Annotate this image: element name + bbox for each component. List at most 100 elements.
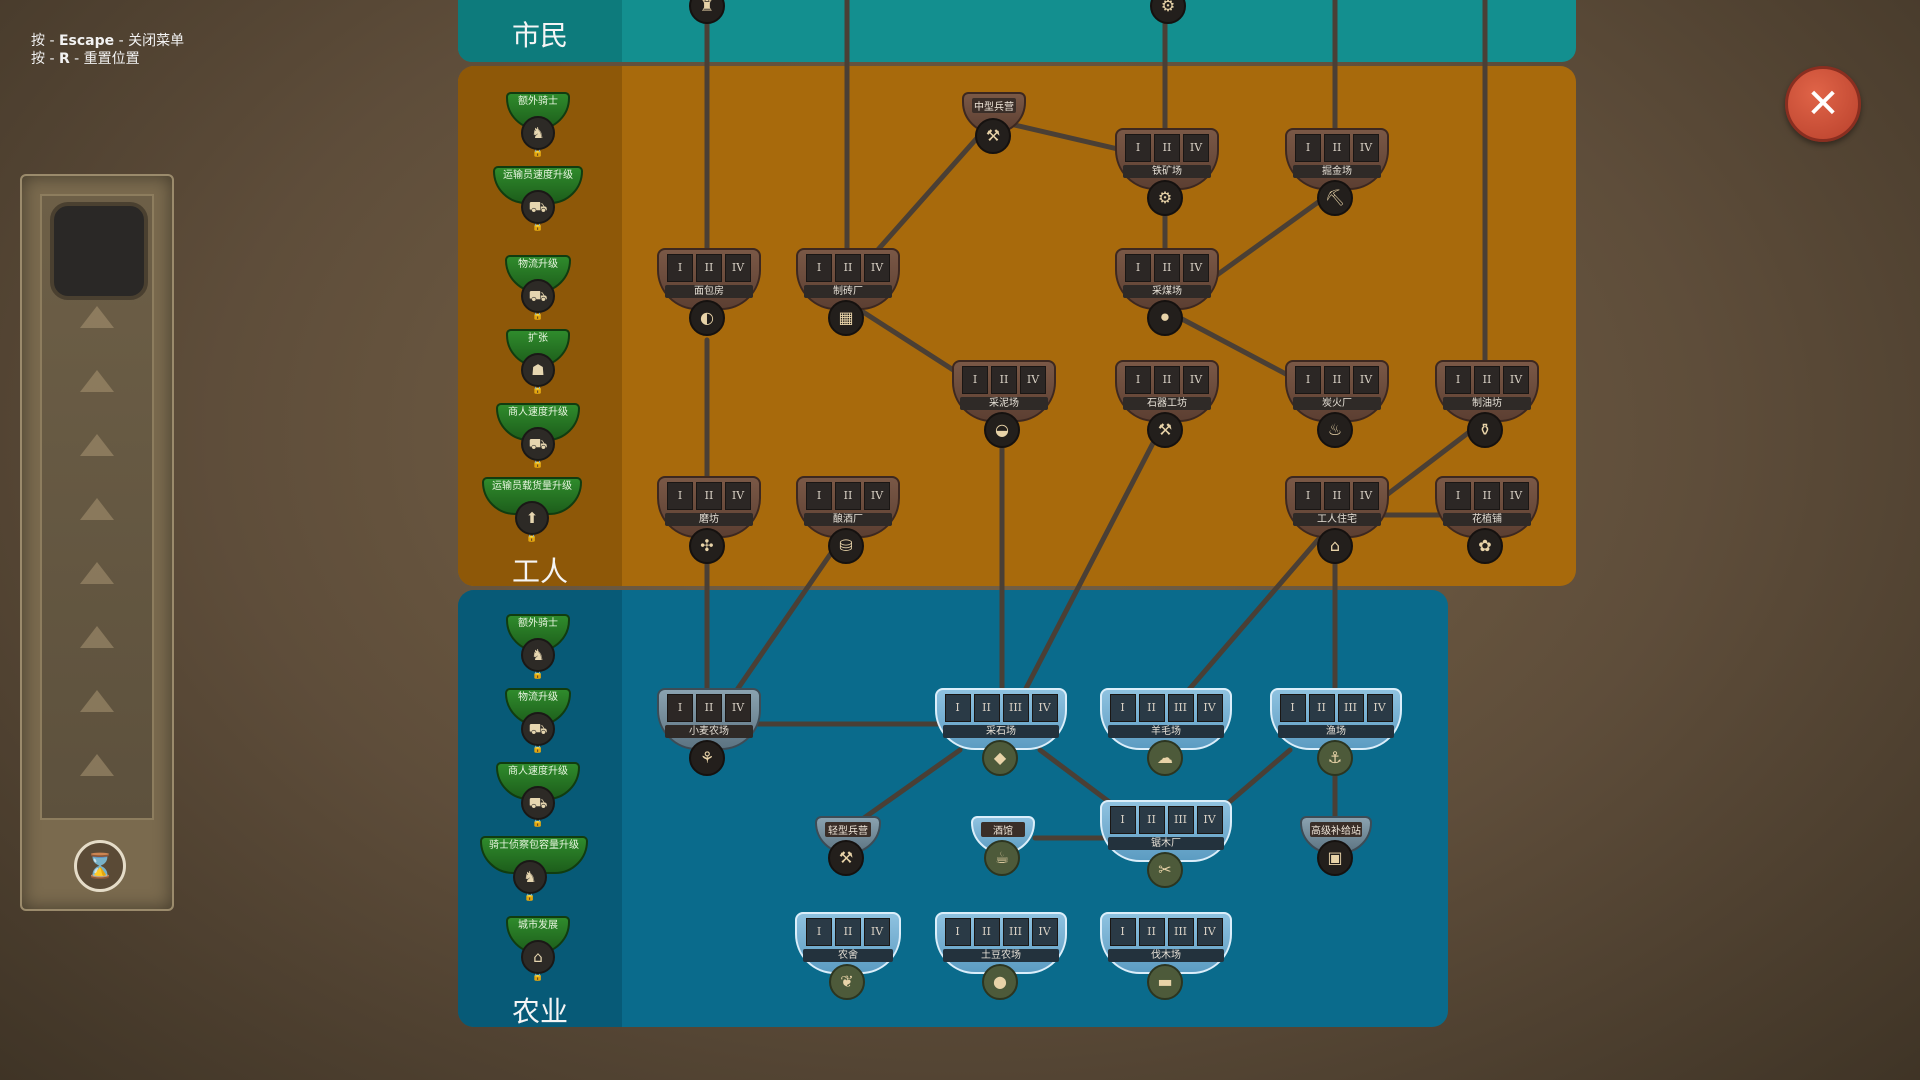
node-supply[interactable]: 高级补给站 ▣ — [1300, 816, 1372, 876]
node-medium-tools[interactable]: 中型兵营 ⚒ — [962, 92, 1026, 154]
flower-icon: ✿ — [1467, 528, 1503, 564]
farm-perk-extra-knight[interactable]: 额外骑士 ♞🔒 — [488, 614, 588, 680]
upgrade-arrow-icon: ⬆ — [515, 501, 549, 535]
progress-arrow-icon — [80, 690, 114, 712]
close-button[interactable]: ✕ — [1785, 66, 1861, 142]
reset-hint: 按 - R - 重置位置 — [31, 51, 140, 67]
hourglass-icon[interactable]: ⌛ — [74, 840, 126, 892]
worker-perk-expansion[interactable]: 扩张 ☗🔒 — [488, 329, 588, 395]
lock-icon: 🔒 — [532, 311, 544, 321]
farm-perk-merchant-speed[interactable]: 商人速度升级 ⛟🔒 — [488, 762, 588, 828]
mug-icon: ☕ — [984, 840, 1020, 876]
worker-perk-merchant-speed[interactable]: 商人速度升级 ⛟🔒 — [488, 403, 588, 469]
citizen-band: 市民 — [458, 0, 1576, 62]
merchant-icon: ⛟ — [521, 427, 555, 461]
lock-icon: 🔒 — [532, 459, 544, 469]
progress-panel: ⌛ — [20, 174, 174, 911]
worker-icon: ☗ — [521, 353, 555, 387]
progress-arrow-icon — [80, 434, 114, 456]
stone-tools-icon: ⚒ — [1147, 412, 1183, 448]
stone-icon: ◆ — [982, 740, 1018, 776]
progress-arrow-icon — [80, 626, 114, 648]
mine-cart-icon: ⚙ — [1147, 180, 1183, 216]
saw-icon: ✂ — [1147, 852, 1183, 888]
worker-perk-logistics[interactable]: 物流升级 ⛟🔒 — [488, 255, 588, 321]
bread-icon: ◐ — [689, 300, 725, 336]
scout-bag-icon: ♞ — [513, 860, 547, 894]
fire-icon: ♨ — [1317, 412, 1353, 448]
progress-arrow-icon — [80, 306, 114, 328]
citizen-node-partial-1[interactable]: ♜ — [676, 0, 738, 24]
citizen-node-partial-2[interactable]: ⚙ — [1150, 0, 1186, 24]
merchant-icon: ⛟ — [521, 786, 555, 820]
progress-arrow-icon — [80, 754, 114, 776]
wagon-icon: ⛟ — [521, 712, 555, 746]
farm-perk-city-development[interactable]: 城市发展 ⌂🔒 — [488, 916, 588, 982]
lock-icon: 🔒 — [526, 533, 538, 543]
lock-icon: 🔒 — [532, 818, 544, 828]
supply-crate-icon: ▣ — [1317, 840, 1353, 876]
node-light-tools[interactable]: 轻型兵营 ⚒ — [815, 816, 881, 876]
mill-icon: ✣ — [689, 528, 725, 564]
farm-perk-logistics[interactable]: 物流升级 ⛟🔒 — [488, 688, 588, 754]
barrel-icon: ⛁ — [828, 528, 864, 564]
lock-icon: 🔒 — [532, 148, 544, 158]
progress-arrow-icon — [80, 562, 114, 584]
worker-perk-carrier-speed[interactable]: 运输员速度升级 ⛟🔒 — [488, 166, 588, 232]
tools-icon: ⚒ — [828, 840, 864, 876]
close-icon: ✕ — [1806, 81, 1840, 127]
node-tavern[interactable]: 酒馆 ☕ — [971, 816, 1035, 876]
fish-icon: ⚓ — [1317, 740, 1353, 776]
knight-icon: ♞ — [521, 638, 555, 672]
wheat-icon: ⚘ — [689, 740, 725, 776]
building-icon: ⚙ — [1150, 0, 1186, 24]
log-icon: ▬ — [1147, 964, 1183, 1000]
lock-icon: 🔒 — [532, 385, 544, 395]
lock-icon: 🔒 — [524, 892, 536, 902]
potato-icon: ● — [982, 964, 1018, 1000]
house-icon: ⌂ — [1317, 528, 1353, 564]
cart-icon: ⛟ — [521, 190, 555, 224]
escape-hint: 按 - Escape - 关闭菜单 — [31, 33, 185, 49]
city-icon: ⌂ — [521, 940, 555, 974]
farm-band-title: 农业 — [511, 995, 568, 1028]
lock-icon: 🔒 — [532, 744, 544, 754]
worker-band-title: 工人 — [511, 555, 568, 588]
hen-icon: ❦ — [829, 964, 865, 1000]
progress-track — [40, 194, 154, 820]
worker-perk-extra-knight[interactable]: 额外骑士 ♞🔒 — [488, 92, 588, 158]
lock-icon: 🔒 — [532, 972, 544, 982]
brick-icon: ▦ — [828, 300, 864, 336]
farm-perk-scout-capacity[interactable]: 骑士侦察包容量升级 ♞🔒 — [480, 836, 588, 902]
knight-icon: ♞ — [521, 116, 555, 150]
building-icon: ♜ — [689, 0, 725, 24]
worker-band: 工人 — [458, 66, 1576, 588]
coal-icon: ⚫ — [1147, 300, 1183, 336]
clay-icon: ◒ — [984, 412, 1020, 448]
progress-arrow-icon — [80, 370, 114, 392]
tools-icon: ⚒ — [975, 118, 1011, 154]
lock-icon: 🔒 — [532, 222, 544, 232]
worker-perk-carrier-capacity[interactable]: 运输员载货量升级 ⬆🔒 — [482, 477, 582, 543]
